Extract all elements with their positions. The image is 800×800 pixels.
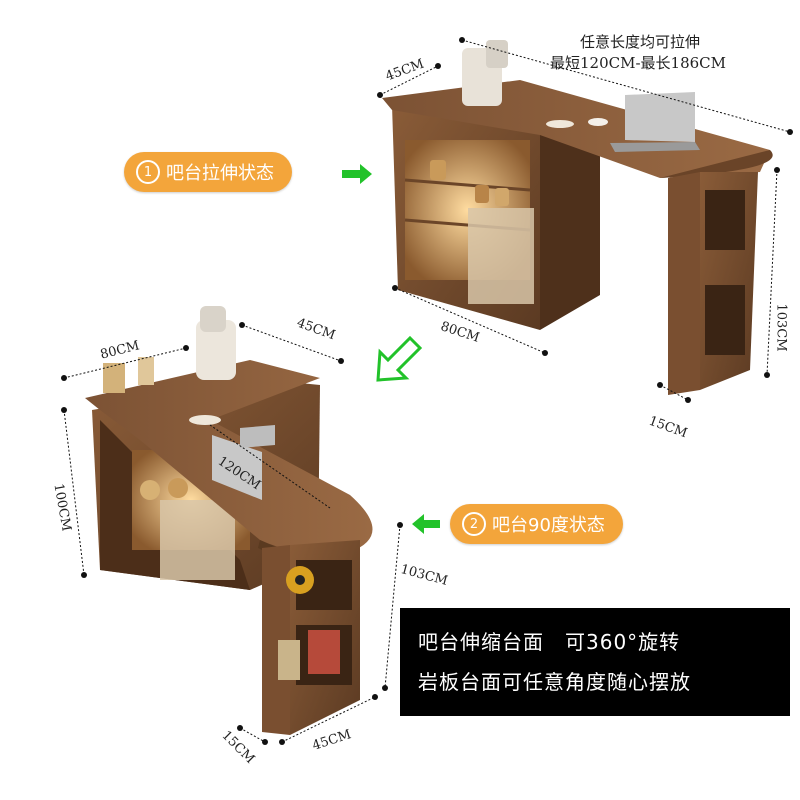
state-extended-label: 吧台拉伸状态 xyxy=(166,163,274,184)
state-extended-badge: 1 吧台拉伸状态 xyxy=(124,152,292,192)
ninety-degree-bar-image xyxy=(85,306,373,735)
top-height-label: 103CM xyxy=(773,303,789,352)
arrow-left-icon xyxy=(412,514,440,534)
state-ninety-badge: 2 吧台90度状态 xyxy=(450,504,623,544)
extended-bar-image xyxy=(382,40,773,395)
feature-line-2: 岩板台面可任意角度随心摆放 xyxy=(418,670,691,694)
feature-banner: 吧台伸缩台面 可360°旋转 岩板台面可任意角度随心摆放 xyxy=(400,608,790,716)
dimension-lines xyxy=(63,39,791,743)
state-ninety-label: 吧台90度状态 xyxy=(492,515,605,536)
dimension-endpoints xyxy=(61,37,793,745)
feature-line-1: 吧台伸缩台面 可360°旋转 xyxy=(418,630,681,654)
number-one-icon: 1 xyxy=(136,160,160,184)
number-two-icon: 2 xyxy=(462,512,486,536)
arrow-right-icon xyxy=(342,164,372,184)
arrow-down-left-icon xyxy=(376,335,423,382)
stretch-note-line1: 任意长度均可拉伸 xyxy=(580,33,701,51)
stretch-note-line2: 最短120CM-最长186CM xyxy=(550,54,727,72)
